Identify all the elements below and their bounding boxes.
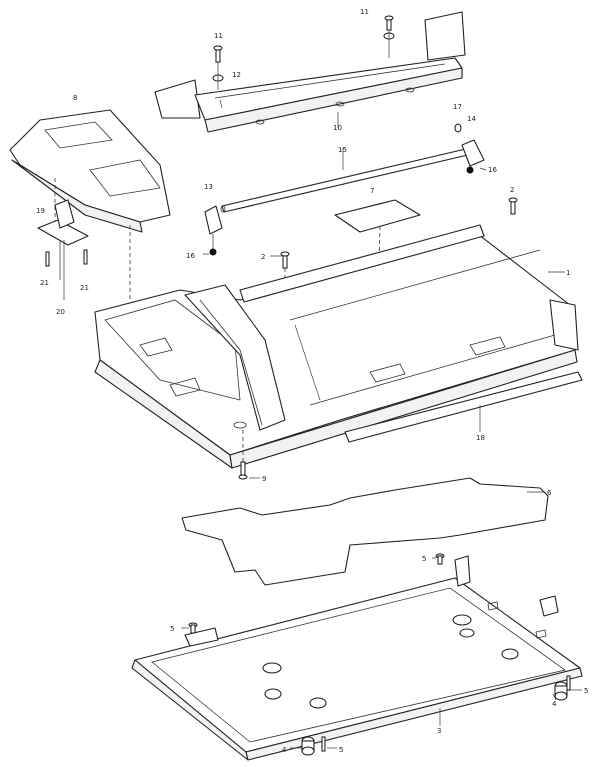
screw-5-right-bottom — [566, 675, 571, 691]
callout-16: 16 — [488, 166, 497, 174]
foot-4-right — [554, 681, 568, 701]
callout-14: 14 — [467, 115, 476, 123]
screw-9 — [238, 430, 248, 480]
callout-5: 5 — [422, 555, 426, 563]
callout-11: 11 — [214, 32, 223, 40]
callout-1: 1 — [566, 269, 570, 277]
callout-9: 9 — [262, 475, 266, 483]
insulation-sheet-part — [181, 477, 549, 586]
callout-5: 5 — [584, 687, 588, 695]
callout-7: 7 — [370, 187, 374, 195]
clip-13-left — [204, 205, 223, 256]
callout-16: 16 — [186, 252, 195, 260]
callout-17: 17 — [453, 103, 462, 111]
callout-21: 21 — [40, 279, 49, 287]
bottom-plate-part — [131, 555, 583, 761]
main-chassis-part — [94, 224, 579, 469]
callout-4: 4 — [282, 746, 287, 754]
callout-21: 21 — [80, 284, 89, 292]
callout-5: 5 — [339, 746, 343, 754]
callout-6: 6 — [547, 489, 552, 497]
callout-11: 11 — [360, 8, 369, 16]
screw-11-left — [212, 45, 224, 90]
callout-8: 8 — [73, 94, 77, 102]
callout-18: 18 — [476, 434, 485, 442]
leader-lines — [181, 112, 582, 749]
callout-2: 2 — [261, 253, 265, 261]
panel-cover-part — [9, 109, 171, 300]
callout-4: 4 — [552, 700, 557, 708]
callout-12: 12 — [232, 71, 241, 79]
screw-5-bottom — [321, 736, 326, 752]
callout-15: 15 — [338, 146, 347, 154]
screw-5-left — [188, 622, 198, 634]
screw-11-right — [383, 15, 395, 58]
callout-5: 5 — [170, 625, 174, 633]
clip-14-right — [454, 123, 485, 174]
top-paper-guide-part — [154, 11, 466, 133]
shaft-part — [220, 147, 473, 213]
foot-4-bottom — [301, 736, 315, 756]
bottom-guide-part — [344, 371, 583, 443]
callout-3: 3 — [437, 727, 441, 735]
callout-labels: 1 2 2 3 4 4 5 5 5 5 6 7 8 9 10 11 11 12 … — [36, 8, 588, 754]
callout-13: 13 — [204, 183, 213, 191]
sensor-bracket-part — [37, 199, 89, 300]
callout-19: 19 — [36, 207, 45, 215]
screw-2-right — [508, 197, 518, 215]
callout-2: 2 — [510, 186, 514, 194]
callout-20: 20 — [56, 308, 65, 316]
screw-5-top-right — [435, 553, 445, 565]
callout-10: 10 — [333, 124, 342, 132]
